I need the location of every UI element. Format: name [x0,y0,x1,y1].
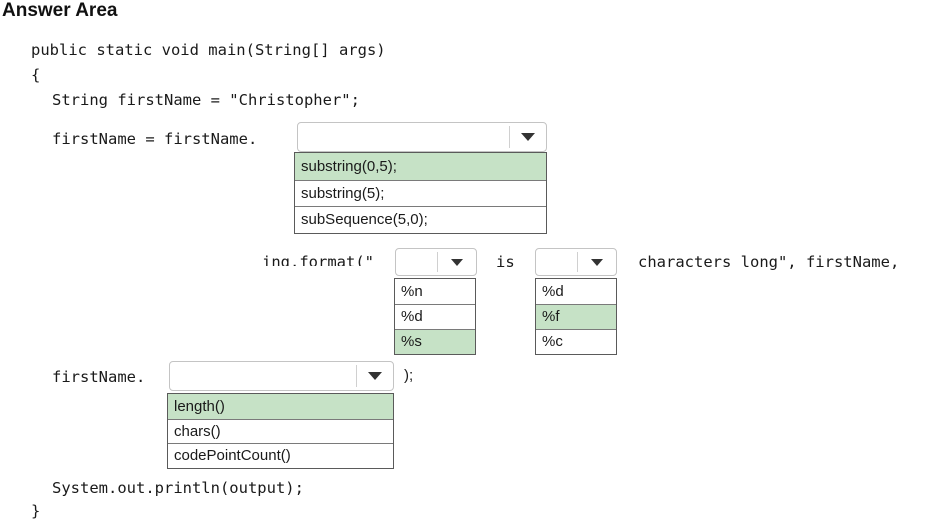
dropdown-separator [577,252,578,272]
substring-method-options: substring(0,5); substring(5); subSequenc… [294,152,547,234]
length-method-options: length() chars() codePointCount() [167,393,394,469]
chevron-down-icon [368,372,382,380]
option-percent-d[interactable]: %d [536,279,616,305]
dropdown-arrow-button[interactable] [438,249,476,275]
length-method-dropdown[interactable] [169,361,394,391]
dropdown-separator [356,365,357,387]
format-specifier-options-1: %n %d %s [394,278,476,355]
format-specifier-options-2: %d %f %c [535,278,617,355]
option-chars[interactable]: chars() [168,420,393,444]
code-line-close-brace: } [31,502,41,520]
code-line-main-signature: public static void main(String[] args) [31,41,386,59]
option-substring-0-5[interactable]: substring(0,5); [295,153,546,181]
dropdown-arrow-button[interactable] [510,123,546,151]
code-word-is: is [496,253,515,271]
option-percent-d[interactable]: %d [395,305,475,330]
option-length[interactable]: length() [168,394,393,420]
option-substring-5[interactable]: substring(5); [295,181,546,207]
code-format-trailing: characters long", firstName, [638,253,900,271]
option-codepointcount[interactable]: codePointCount() [174,447,291,464]
option-percent-c[interactable]: %c [542,333,563,350]
answer-area-title: Answer Area [2,0,118,21]
code-line-string-format: ing.format(" [262,253,374,266]
dropdown-arrow-button[interactable] [357,362,393,390]
dropdown-separator [437,252,438,272]
format-specifier-dropdown-1[interactable] [395,248,477,276]
code-line-firstname-method: firstName. [52,368,146,386]
code-line-println: System.out.println(output); [52,479,304,497]
chevron-down-icon [591,258,603,266]
dropdown-arrow-button[interactable] [578,249,616,275]
code-line-open-brace: { [31,66,41,84]
option-percent-n[interactable]: %n [395,279,475,305]
dropdown-separator [509,126,510,148]
code-closing-paren: ); [404,367,414,384]
option-subsequence-5-0[interactable]: subSequence(5,0); [301,211,428,228]
substring-method-dropdown[interactable] [297,122,547,152]
format-specifier-dropdown-2[interactable] [535,248,617,276]
chevron-down-icon [521,133,535,141]
option-percent-f[interactable]: %f [536,305,616,330]
code-line-string-declaration: String firstName = "Christopher"; [52,91,360,109]
code-line-firstname-assign: firstName = firstName. [52,130,258,148]
chevron-down-icon [451,258,463,266]
option-percent-s[interactable]: %s [395,330,475,354]
